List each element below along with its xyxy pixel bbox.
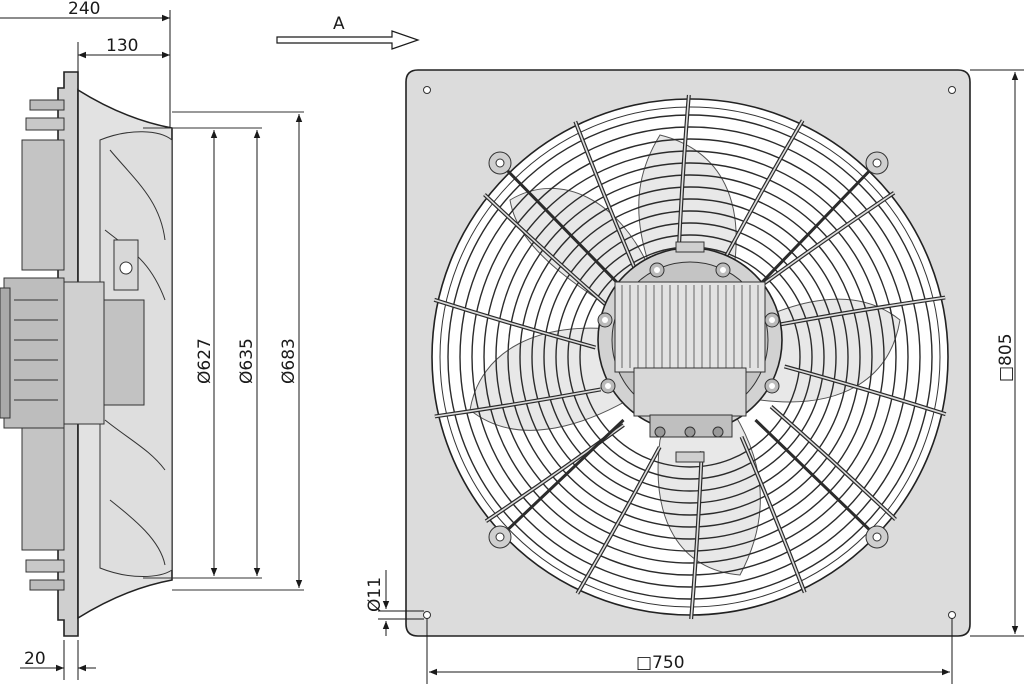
view-label: A	[333, 14, 345, 34]
guard-ring	[543, 210, 837, 504]
side-guard	[21, 99, 65, 591]
guard-spoke	[434, 299, 596, 349]
mount-hole-bottom-left	[423, 611, 431, 619]
guard-ring	[531, 198, 849, 516]
guard-spoke	[740, 436, 806, 593]
guard-ring	[519, 186, 861, 528]
guard-spoke	[779, 296, 946, 326]
guard-rings	[447, 114, 933, 600]
guard-spoke	[574, 121, 640, 278]
guard-spoke	[690, 451, 703, 620]
guard-ring	[447, 114, 933, 600]
guard-ring	[507, 174, 873, 540]
guard-ring	[495, 162, 885, 552]
dim-inlet-depth: 130	[106, 36, 138, 56]
guard-strut	[498, 418, 625, 539]
guard-strut	[498, 161, 625, 291]
guard-spoke	[576, 446, 661, 594]
side-view: 240 130 20 Ø627 Ø635 Ø683	[0, 0, 304, 680]
guard-spoke	[770, 405, 897, 521]
dia-guard: Ø683	[279, 338, 299, 384]
mount-hole-top-right	[948, 86, 956, 94]
guard-spoke	[483, 193, 610, 309]
motor-hub	[597, 241, 783, 463]
guard-ring	[459, 126, 921, 588]
guard-strut	[754, 418, 879, 539]
guard-ring	[555, 222, 825, 492]
dia-nozzle: Ø635	[237, 338, 257, 384]
guard-feet	[488, 151, 889, 549]
dia-impeller: Ø627	[195, 338, 215, 384]
guard-ring	[471, 138, 909, 576]
guard-ring	[483, 150, 897, 564]
dim-plate-thickness: 20	[24, 649, 46, 669]
guard-ring	[567, 234, 813, 480]
guard-spoke	[434, 388, 601, 418]
dia-mount-hole: Ø11	[365, 577, 385, 612]
mount-hole-top-left	[423, 86, 431, 94]
guard-spoke	[755, 192, 895, 290]
guard-strut	[754, 161, 879, 291]
mount-hole-bottom-right	[948, 611, 956, 619]
front-view: □805 □750 Ø11	[365, 69, 1024, 684]
guard-spoke	[719, 120, 804, 268]
dim-overall-depth: 240	[68, 0, 100, 19]
guard-spoke	[784, 365, 946, 415]
view-direction-arrow: A	[276, 14, 420, 50]
dim-hole-spacing: □750	[636, 653, 685, 673]
dim-plate-size: □805	[996, 333, 1016, 382]
side-motor	[0, 239, 145, 429]
